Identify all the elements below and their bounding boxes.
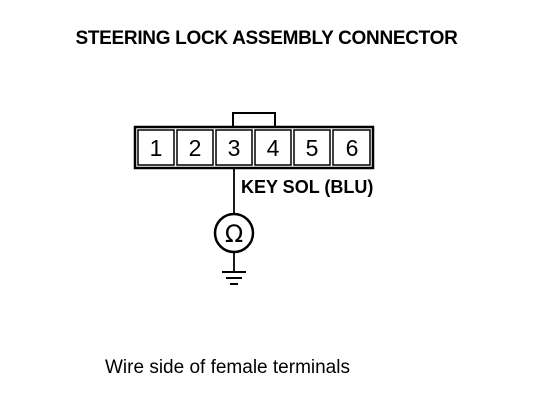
terminal-1: 1 xyxy=(137,129,175,166)
ohm-symbol: Ω xyxy=(225,220,243,248)
terminal-4: 4 xyxy=(254,129,292,166)
diagram-title: STEERING LOCK ASSEMBLY CONNECTOR xyxy=(75,28,458,49)
terminal-5-label: 5 xyxy=(306,135,319,161)
ground-icon xyxy=(222,271,246,285)
terminal-5: 5 xyxy=(293,129,331,166)
terminal-2: 2 xyxy=(176,129,214,166)
terminal-3: 3 xyxy=(215,129,253,166)
terminal-3-label: 3 xyxy=(228,135,241,161)
terminal-6-label: 6 xyxy=(346,135,359,161)
wire-label: KEY SOL (BLU) xyxy=(241,177,373,197)
terminal-6: 6 xyxy=(332,129,371,166)
terminal-2-label: 2 xyxy=(189,135,202,161)
connector-lock-tab xyxy=(232,112,276,127)
diagram-caption: Wire side of female terminals xyxy=(105,357,350,378)
ohmmeter-icon: Ω xyxy=(213,212,255,254)
terminal-4-label: 4 xyxy=(267,135,280,161)
terminal-1-label: 1 xyxy=(150,135,163,161)
